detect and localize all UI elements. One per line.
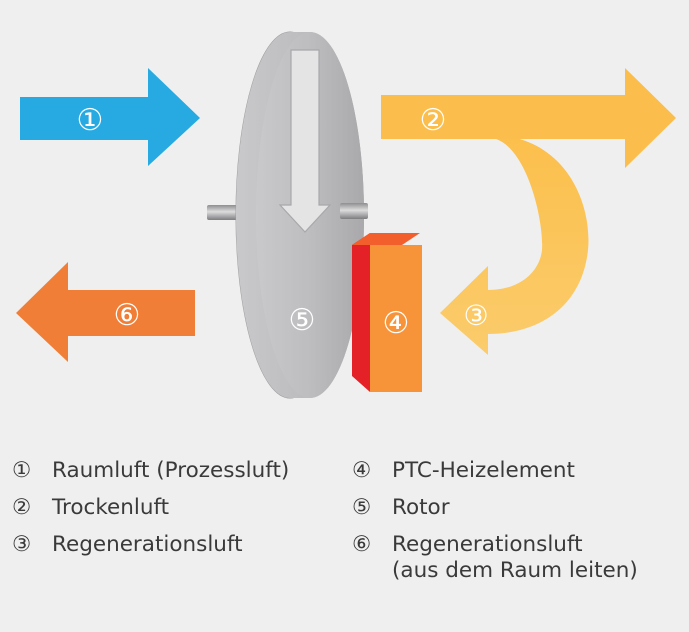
shaft-right (340, 203, 368, 219)
legend-item-4: ④ PTC-Heizelement (352, 458, 575, 484)
legend-num: ⑤ (352, 495, 372, 520)
legend-text: Trockenluft (52, 495, 170, 520)
arrow-6-shape (16, 262, 195, 362)
arrow-2-dry-air: ② ③ (381, 68, 676, 355)
ptc-heater: ④ (352, 233, 422, 392)
rotor: ⑤ (235, 31, 364, 399)
legend-item-3: ③ Regenerationsluft (12, 532, 243, 558)
arrow-3-marker: ③ (463, 299, 488, 332)
legend-item-6: ⑥ Regenerationsluft (aus dem Raum leiten… (352, 532, 638, 584)
arrow-1-shape (20, 68, 200, 166)
legend-num: ④ (352, 458, 372, 483)
heater-front (370, 245, 422, 392)
legend: ① Raumluft (Prozessluft) ② Trockenluft ③… (0, 458, 689, 632)
legend-item-5: ⑤ Rotor (352, 495, 450, 521)
legend-text: PTC-Heizelement (392, 458, 575, 483)
heater-side (352, 233, 370, 392)
legend-text-line2: (aus dem Raum leiten) (392, 558, 638, 583)
arrow-3-curve-shape (440, 137, 589, 355)
legend-text: Regenerationsluft (392, 532, 583, 557)
legend-text-group: Regenerationsluft (aus dem Raum leiten) (392, 532, 638, 584)
heater-top (352, 233, 420, 245)
arrow-6-marker: ⑥ (114, 298, 141, 333)
rotor-marker: ⑤ (289, 303, 316, 338)
heater-marker: ④ (383, 306, 410, 341)
rotation-arrow-icon (278, 49, 332, 233)
arrow-1-room-air: ① (20, 68, 200, 166)
legend-num: ① (12, 458, 32, 483)
legend-num: ② (12, 495, 32, 520)
legend-num: ③ (12, 532, 32, 557)
legend-num: ⑥ (352, 532, 372, 557)
arrow-2-marker: ② (420, 103, 447, 138)
arrow-2-shape (381, 68, 676, 168)
legend-text: Rotor (392, 495, 450, 520)
arrow-1-marker: ① (77, 103, 104, 138)
legend-text: Regenerationsluft (52, 532, 243, 557)
arrow-6-regeneration-exhaust: ⑥ (16, 262, 195, 362)
dehumidifier-diagram: ① ⑥ ② ③ ⑤ ④ (16, 31, 676, 399)
legend-text: Raumluft (Prozessluft) (52, 458, 290, 483)
legend-item-1: ① Raumluft (Prozessluft) (12, 458, 289, 484)
legend-item-2: ② Trockenluft (12, 495, 169, 521)
